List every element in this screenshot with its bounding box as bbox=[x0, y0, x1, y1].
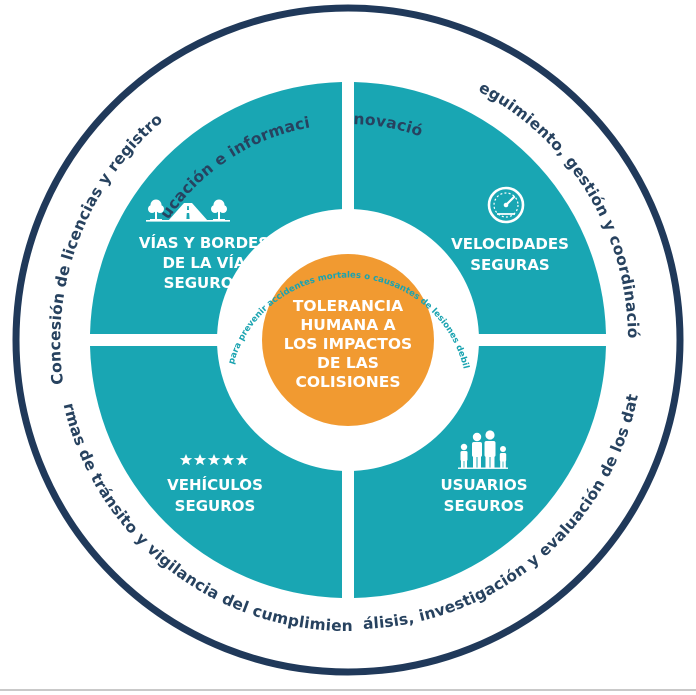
speedometer-icon bbox=[487, 186, 525, 224]
road-trees-icon bbox=[146, 199, 230, 222]
bottom-border-line bbox=[0, 689, 696, 691]
quadrant-top-left-line-3: SEGUROS bbox=[164, 274, 245, 292]
quadrant-top-right-line-2: SEGURAS bbox=[470, 256, 550, 274]
quadrant-bottom-right-line-2: SEGUROS bbox=[444, 497, 525, 515]
center-line-1: TOLERANCIA bbox=[293, 297, 403, 315]
five-stars-icon bbox=[179, 454, 249, 466]
quadrant-top-left-line-1: VÍAS Y BORDES bbox=[139, 233, 269, 252]
center-line-4: DE LAS bbox=[317, 354, 379, 372]
quadrant-top-left-line-2: DE LA VÍA bbox=[162, 253, 245, 272]
center-line-2: HUMANA A bbox=[300, 316, 395, 334]
quadrant-bottom-right-line-1: USUARIOS bbox=[441, 476, 528, 494]
center-line-3: LOS IMPACTOS bbox=[284, 335, 412, 353]
quadrant-top-right-line-1: VELOCIDADES bbox=[451, 235, 569, 253]
family-icon bbox=[458, 430, 508, 469]
center-line-5: COLISIONES bbox=[295, 373, 400, 391]
quadrant-bottom-left-line-1: VEHÍCULOS bbox=[167, 475, 263, 494]
center-circle bbox=[262, 254, 434, 426]
quadrant-bottom-left-line-2: SEGUROS bbox=[175, 497, 256, 515]
